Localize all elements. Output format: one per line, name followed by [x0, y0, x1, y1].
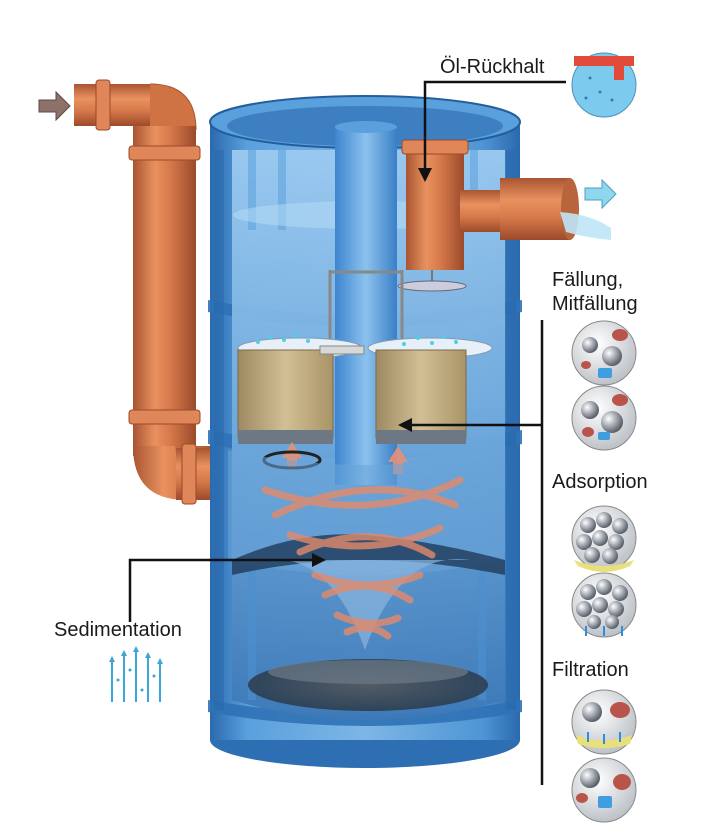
oil-retention-label: Öl-Rückhalt [440, 56, 545, 78]
precipitation-icon-1 [571, 320, 637, 386]
inlet-arrow-icon [38, 90, 71, 122]
filtration-label: Filtration [552, 659, 629, 681]
filtration-icon-1 [571, 689, 637, 755]
inlet-pipe [74, 79, 220, 505]
outlet-arrow-icon [584, 178, 617, 210]
sedimentation-label: Sedimentation [54, 619, 182, 641]
oil-detail-icon [571, 52, 637, 118]
outlet-pipe [500, 178, 611, 240]
leader-arrowheads [312, 168, 432, 567]
precipitation-label-line1: Fällung, [552, 269, 624, 291]
precipitation-label: Fällung, Mitfällung [552, 268, 638, 316]
precipitation-label-line2: Mitfällung [552, 293, 638, 315]
adsorption-label: Adsorption [552, 471, 648, 493]
swirl-flow [261, 476, 464, 640]
precipitation-icon-2 [571, 385, 637, 451]
sedimentation-chamber [228, 450, 505, 711]
filtration-icon-2 [571, 757, 637, 823]
adsorption-icon-1 [571, 505, 637, 572]
adsorption-icon-2 [571, 572, 637, 638]
sedimentation-icon [109, 646, 163, 702]
leader-lines [128, 80, 566, 785]
center-pipe [335, 121, 397, 485]
